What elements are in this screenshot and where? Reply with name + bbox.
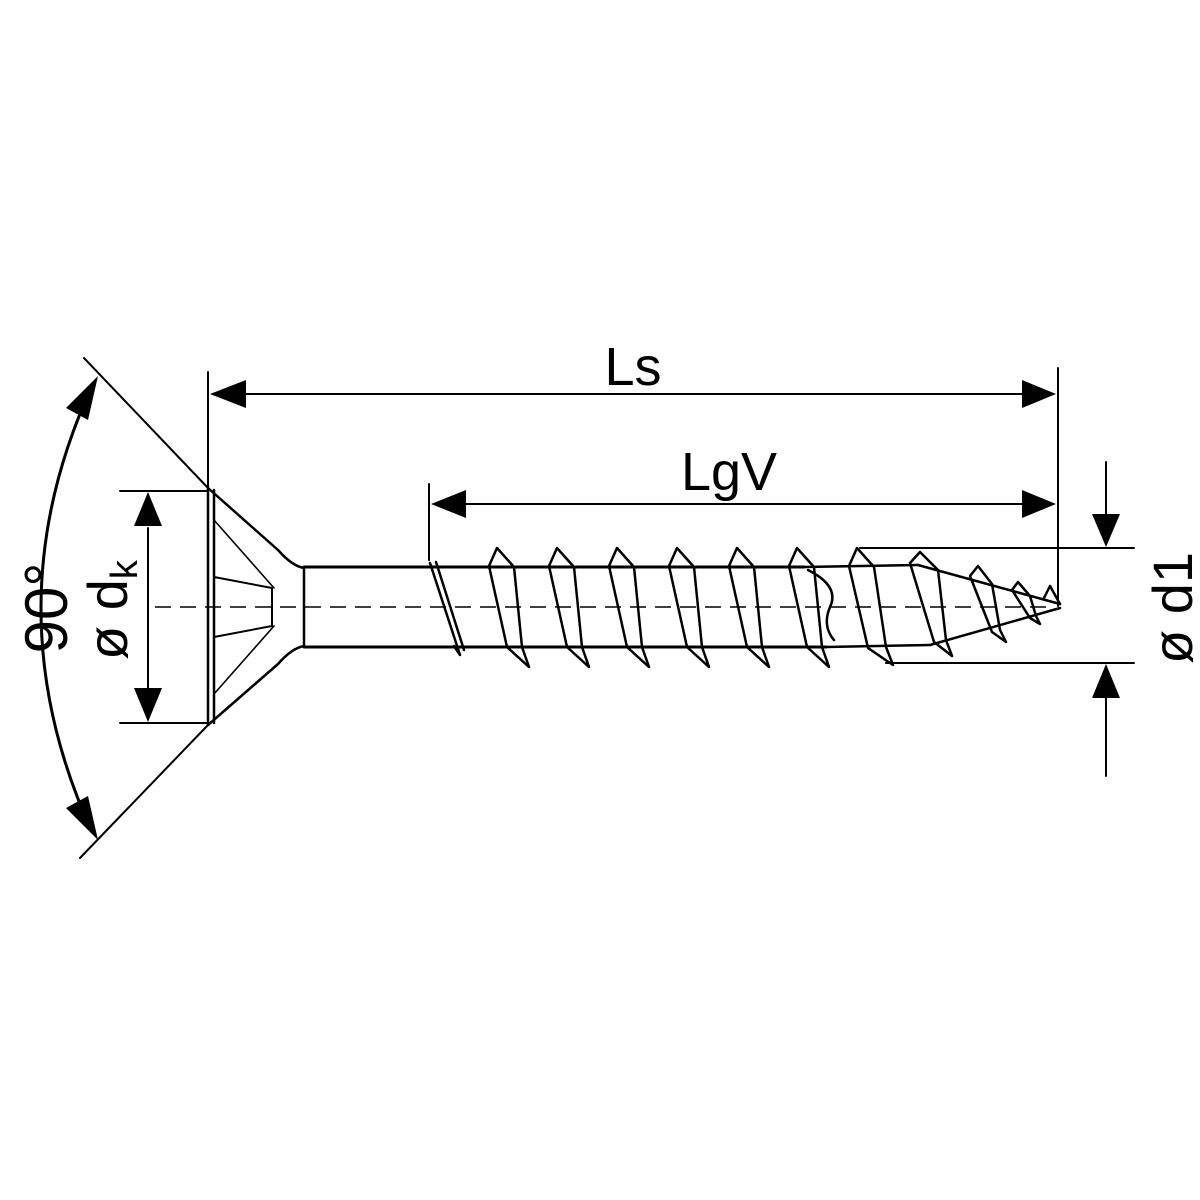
thread-length-arrow-left <box>431 490 466 518</box>
overall-length-label: Ls <box>604 337 661 397</box>
thread-diameter-label: ø d1 <box>1141 552 1200 664</box>
angle-arrow-top <box>66 376 98 420</box>
head-diameter-arrow-bottom <box>134 688 162 722</box>
thread-length-dimension <box>428 483 1023 561</box>
thread-flights <box>487 546 895 669</box>
overall-length-arrow-left <box>210 380 246 408</box>
angle-construction-lines <box>79 357 209 859</box>
screw <box>155 486 1062 727</box>
head-diameter-dimension <box>119 490 209 724</box>
overall-length-dimension <box>207 367 1059 607</box>
thread-length-label: LgV <box>681 442 777 502</box>
thread-diameter-dimension <box>859 461 1135 777</box>
screw-tip <box>802 550 1062 658</box>
head-diameter-subscript: k <box>104 559 146 579</box>
head-diameter-symbol: ø d <box>76 579 139 660</box>
thread-start <box>428 560 466 657</box>
thread-diameter-arrow-top <box>1092 514 1120 547</box>
thread-transition <box>806 568 836 642</box>
overall-length-arrow-right <box>1022 380 1056 408</box>
angle-arc <box>39 384 94 834</box>
angle-arrow-bottom <box>66 796 98 840</box>
head-diameter-label: ø dk <box>76 559 146 660</box>
thread-diameter-arrow-bottom <box>1092 664 1120 698</box>
head-diameter-arrow-top <box>134 492 162 526</box>
thread-length-arrow-right <box>1022 490 1056 518</box>
head-angle-label: 90° <box>13 563 80 654</box>
screw-shank <box>302 565 828 649</box>
